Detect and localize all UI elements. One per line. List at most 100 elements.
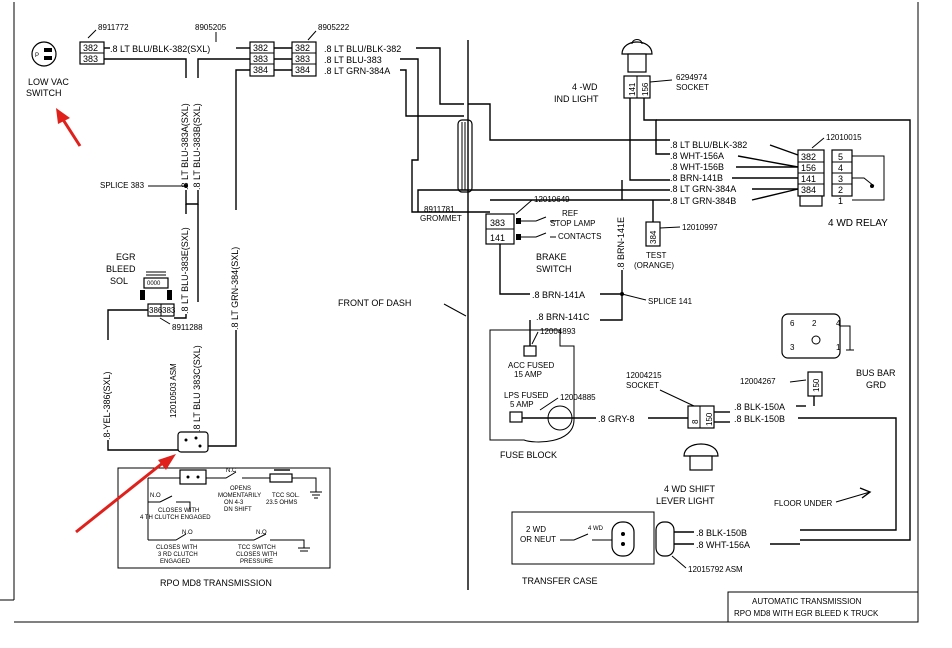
svg-text:150: 150 [705,412,714,426]
svg-text:12010649: 12010649 [534,195,570,204]
svg-text:SOCKET: SOCKET [676,83,709,92]
svg-text:GRD: GRD [866,380,887,390]
svg-text:EGR: EGR [116,252,136,262]
wire-150a: .8 BLK-150A [734,402,785,412]
connector-8905222: 8905222 382 383 384 [291,23,350,77]
svg-text:383: 383 [295,54,310,64]
svg-text:383: 383 [162,306,176,315]
svg-text:SOL: SOL [110,276,128,286]
svg-text:5: 5 [838,152,843,162]
wire-gry8: .8 GRY-8 [598,414,635,424]
svg-text:.8 BRN-141C: .8 BRN-141C [536,312,590,322]
wire-386-sxl: .8-YEL-386(SXL) [102,371,112,440]
svg-text:5 AMP: 5 AMP [510,400,534,409]
svg-text:LEVER LIGHT: LEVER LIGHT [656,496,715,506]
svg-text:CLOSES WITH: CLOSES WITH [158,508,199,514]
svg-text:BLEED: BLEED [106,264,136,274]
svg-text:6: 6 [790,319,795,328]
test-connector: 384 12010997 TEST (ORANGE) [634,221,718,270]
transfer-case: 2 WD OR NEUT 4 WD TRANSFER CASE 12015792… [511,511,743,586]
wire-156a-2: .8 WHT-156A [696,540,750,550]
svg-text:12015792 ASM: 12015792 ASM [688,565,743,574]
svg-text:4 WD RELAY: 4 WD RELAY [828,218,888,229]
svg-text:0000: 0000 [147,281,161,287]
part-12010503: 12010503 ASM [169,363,178,418]
svg-text:6294974: 6294974 [676,73,708,82]
title-line-2: RPO MD8 WITH EGR BLEED K TRUCK [734,609,879,618]
svg-text:CONTACTS: CONTACTS [558,232,601,241]
wire-383b-sxl: .8 LT BLU-383B(SXL) [192,103,202,190]
wire-383c-sxl: .8 LT BLU 383C(SXL) [192,345,202,432]
svg-text:383: 383 [253,54,268,64]
svg-text:156: 156 [641,82,650,96]
svg-text:15 AMP: 15 AMP [514,370,542,379]
svg-text:TCC SOL.: TCC SOL. [272,493,300,499]
svg-text:IND LIGHT: IND LIGHT [554,94,599,104]
svg-text:DN SHIFT: DN SHIFT [224,507,252,513]
low-vac-switch: P LOW VAC SWITCH [26,41,69,98]
svg-text:12004267: 12004267 [740,377,776,386]
wire-384a: .8 LT GRN-384A [324,66,390,76]
svg-text:4: 4 [838,163,843,173]
bus-bar-ground: 6 2 4 3 1 BUS BAR GRD 12004267 150 [740,313,896,397]
svg-text:12004215: 12004215 [626,371,662,380]
svg-text:TRANSFER CASE: TRANSFER CASE [522,576,598,586]
annotation-arrow-1 [56,108,82,147]
svg-text:384: 384 [801,185,816,195]
svg-text:GROMMET: GROMMET [420,214,462,223]
svg-text:8905205: 8905205 [195,23,227,32]
wire-r382: .8 LT BLU/BLK-382 [670,140,747,150]
splice-383-label: SPLICE 383 [100,181,145,190]
brake-switch: 12010649 383 141 REF STOP LAMP CONTACTS … [485,195,601,274]
svg-text:SWITCH: SWITCH [536,264,572,274]
annotation-arrow-2 [75,454,176,534]
svg-text:N.O: N.O [256,530,267,536]
svg-text:LPS FUSED: LPS FUSED [504,391,549,400]
svg-text:BUS BAR: BUS BAR [856,368,896,378]
svg-text:STOP LAMP: STOP LAMP [550,219,596,228]
low-vac-label-1: LOW VAC [28,77,69,87]
svg-text:156: 156 [801,163,816,173]
4wd-relay: 12010015 382 156 141 384 5 4 3 2 1 4 WD … [797,133,888,229]
svg-text:N.O: N.O [182,530,193,536]
wire-r156b: .8 WHT-156B [670,162,724,172]
svg-text:BRAKE: BRAKE [536,252,567,262]
wire-141e: .8 BRN-141E [616,217,626,270]
svg-text:OR NEUT: OR NEUT [520,535,556,544]
svg-text:8911781: 8911781 [424,205,455,214]
svg-text:384: 384 [295,65,310,75]
svg-text:SOCKET: SOCKET [626,381,659,390]
svg-text:REF: REF [562,209,578,218]
svg-text:8911772: 8911772 [98,23,129,32]
connector-8911772: 8911772 382 383 [79,23,129,65]
svg-text:ON 4-3: ON 4-3 [224,500,244,506]
wire-383a-sxl: .8 LT BLU-383A(SXL) [180,103,190,190]
svg-text:2 WD: 2 WD [526,525,546,534]
title-block: AUTOMATIC TRANSMISSION RPO MD8 WITH EGR … [727,591,919,623]
floor-under-label: FLOOR UNDER [774,499,832,508]
svg-text:N.C: N.C [226,468,237,474]
connector-8905205: 8905205 382 383 384 [195,23,275,77]
svg-text:4 TH CLUTCH ENGAGED: 4 TH CLUTCH ENGAGED [140,515,211,521]
svg-text:382: 382 [253,43,268,53]
wire-r384a: .8 LT GRN-384A [670,184,736,194]
fuse-block: .8 BRN-141C 12004893 ACC FUSED 15 AMP LP… [489,312,596,460]
svg-text:2: 2 [838,185,843,195]
svg-text:384: 384 [649,230,658,244]
svg-text:4 WD SHIFT: 4 WD SHIFT [664,484,716,494]
svg-text:141: 141 [628,82,637,96]
svg-text:150: 150 [812,378,821,392]
transmission-connector [177,431,209,453]
svg-text:386: 386 [149,306,163,315]
svg-text:12010997: 12010997 [682,223,718,232]
wire-150b: .8 BLK-150B [734,414,785,424]
svg-text:CLOSES WITH: CLOSES WITH [236,552,277,558]
svg-text:PRESSURE: PRESSURE [240,559,273,565]
svg-text:141: 141 [490,233,505,243]
svg-text:FUSE BLOCK: FUSE BLOCK [500,450,557,460]
svg-text:12010015: 12010015 [826,133,862,142]
svg-text:1: 1 [836,343,841,352]
svg-text:4: 4 [836,319,841,328]
wire-150b-2: .8 BLK-150B [696,528,747,538]
wire-383a: .8 LT BLU-383 [324,55,382,65]
